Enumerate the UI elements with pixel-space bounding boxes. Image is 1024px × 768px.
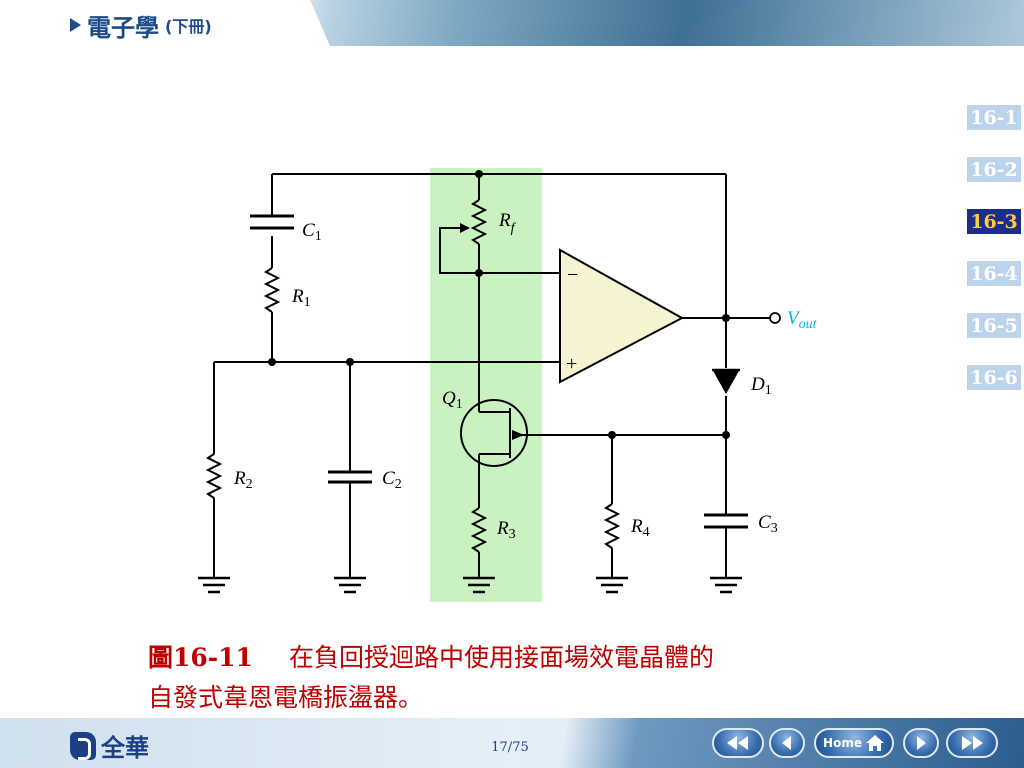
label-c2: C2	[382, 468, 402, 492]
figure-caption: 圖16-11 在負回授迴路中使用接面場效電晶體的 自發式韋恩電橋振盪器。	[148, 638, 888, 718]
forward-last-icon	[962, 736, 983, 750]
diode-d1	[712, 369, 740, 394]
label-q1: Q1	[442, 388, 463, 412]
home-button[interactable]: Home	[814, 728, 894, 758]
label-c3: C3	[758, 512, 778, 536]
publisher-logo: 全華	[70, 728, 149, 763]
header-banner: 電子學 (下冊)	[0, 0, 1024, 46]
label-r4: R4	[630, 516, 650, 540]
next-page-button[interactable]	[903, 728, 939, 758]
label-r1: R1	[291, 286, 311, 310]
home-icon	[865, 735, 884, 751]
header-decoration	[310, 0, 1024, 46]
caption-line-2: 自發式韋恩電橋振盪器。	[148, 683, 424, 712]
label-vout: Vout	[787, 308, 818, 332]
book-title: 電子學	[87, 13, 159, 42]
prev-icon	[782, 736, 791, 750]
section-link-16-2[interactable]: 16-2	[966, 156, 1022, 183]
label-c1: C1	[302, 220, 322, 244]
section-link-16-3[interactable]: 16-3	[966, 208, 1022, 235]
label-r3: R3	[496, 518, 516, 542]
rewind-first-icon	[727, 736, 748, 750]
triangle-bullet-icon	[70, 18, 81, 32]
page-number: 17/75	[491, 740, 529, 755]
footer-bar: 全華 17/75 Home	[0, 718, 1024, 768]
home-label: Home	[823, 736, 862, 750]
label-d1: D1	[750, 374, 772, 398]
previous-page-button[interactable]	[769, 728, 805, 758]
label-rf: Rf	[498, 210, 517, 236]
section-link-16-1[interactable]: 16-1	[966, 104, 1022, 131]
opamp-minus: −	[567, 264, 578, 286]
caption-line-1: 在負回授迴路中使用接面場效電晶體的	[288, 643, 714, 672]
section-link-16-5[interactable]: 16-5	[966, 312, 1022, 339]
opamp-plus: +	[566, 353, 577, 375]
publisher-logo-icon	[70, 731, 96, 760]
header-title: 電子學 (下冊)	[70, 10, 212, 42]
next-icon	[917, 736, 926, 750]
publisher-name: 全華	[101, 734, 149, 762]
book-subtitle: (下冊)	[165, 17, 212, 36]
label-r2: R2	[233, 468, 253, 492]
feedback-highlight	[430, 168, 542, 602]
last-page-button[interactable]	[946, 728, 998, 758]
section-link-16-4[interactable]: 16-4	[966, 260, 1022, 287]
op-amp	[559, 248, 685, 384]
figure-number: 圖16-11	[148, 643, 253, 672]
section-link-16-6[interactable]: 16-6	[966, 364, 1022, 391]
first-page-button[interactable]	[712, 728, 764, 758]
